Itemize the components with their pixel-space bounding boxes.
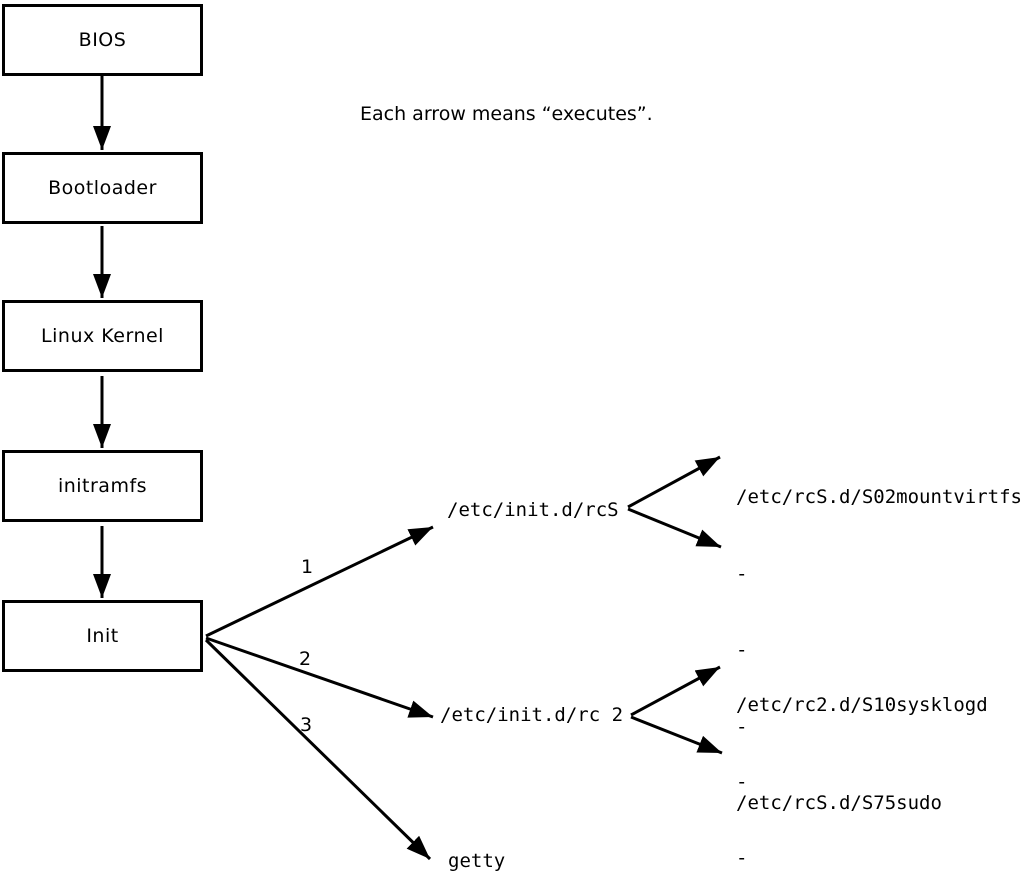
rcs-children-list: /etc/rcS.d/S02mountvirtfs - - - /etc/rcS… [736, 434, 1022, 868]
list-item: /etc/rcS.d/S75sudo [736, 792, 942, 814]
label-etc-init-d-rc2: /etc/init.d/rc 2 [440, 704, 624, 726]
rc2-children-list: /etc/rc2.d/S10sysklogd - - - /etc/rc2.d/… [736, 642, 988, 875]
flowchart-box-bootloader: Bootloader [2, 152, 203, 224]
flowchart-box-init: Init [2, 600, 203, 672]
list-item: - [736, 770, 748, 793]
diagram-caption: Each arrow means “executes”. [360, 103, 653, 125]
arrow-number-3: 3 [300, 714, 313, 736]
flowchart-box-linux-kernel: Linux Kernel [2, 300, 203, 372]
box-label-bios: BIOS [78, 29, 127, 51]
list-item: /etc/rc2.d/S10sysklogd [736, 694, 988, 716]
list-item: /etc/rcS.d/S02mountvirtfs [736, 486, 1022, 508]
box-label-linux-kernel: Linux Kernel [41, 325, 164, 347]
box-label-init: Init [86, 625, 119, 647]
flowchart-box-initramfs: initramfs [2, 450, 203, 522]
arrow-init-to-getty [204, 638, 432, 861]
list-item: - [736, 847, 748, 869]
flowchart-box-bios: BIOS [2, 4, 203, 76]
arrow-number-1: 1 [301, 556, 314, 578]
label-getty: getty [448, 850, 506, 872]
list-item: - [736, 639, 748, 661]
arrow-init-to-rc2 [205, 636, 434, 719]
arrow-init-to-rcs [205, 525, 434, 638]
list-item: - [736, 715, 748, 738]
list-item: - [736, 562, 748, 585]
arrow-number-2: 2 [299, 648, 312, 670]
label-etc-init-d-rcs: /etc/init.d/rcS [447, 499, 619, 521]
box-label-bootloader: Bootloader [48, 177, 157, 199]
arrow-rc2-to-s10sysklogd [630, 665, 721, 717]
arrow-rcs-to-s75sudo [627, 507, 722, 549]
arrow-rcs-to-s02mountvirtfs [627, 455, 721, 509]
arrow-rc2-to-s99gdm [630, 715, 723, 755]
box-label-initramfs: initramfs [57, 475, 148, 497]
